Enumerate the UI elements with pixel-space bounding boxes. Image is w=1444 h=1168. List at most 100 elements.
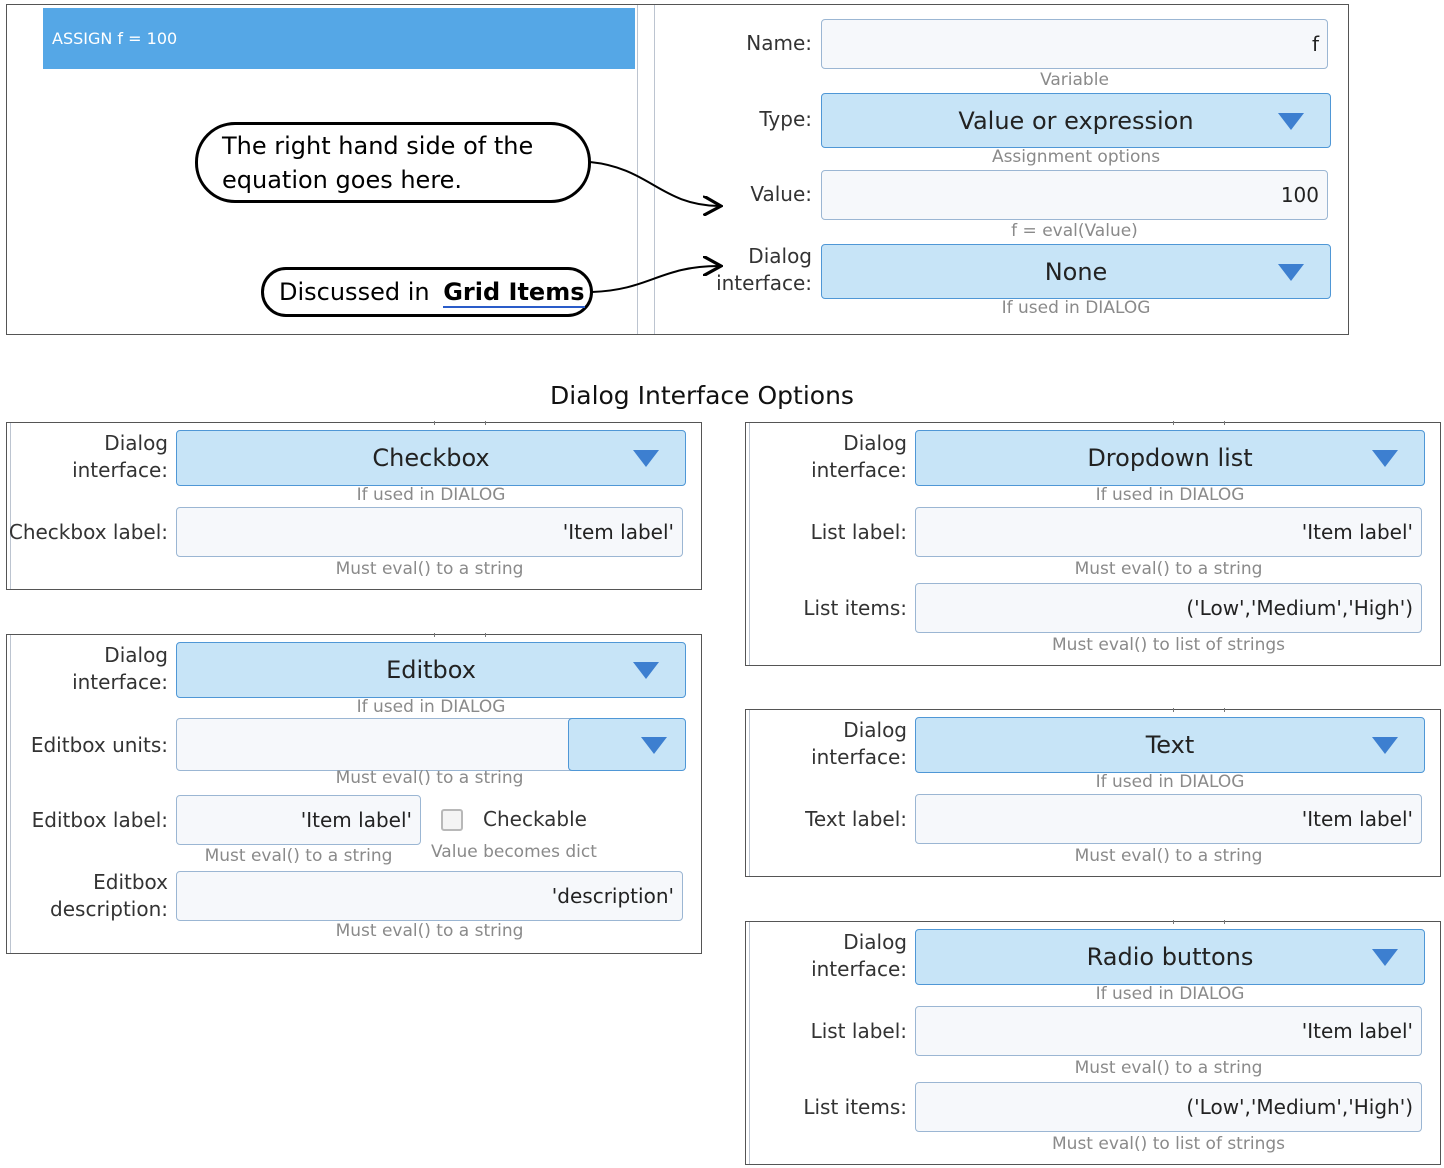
checkable-hint: Value becomes dict bbox=[431, 842, 597, 862]
dialog-interface-dropdown[interactable]: Text bbox=[915, 717, 1425, 773]
dialog-hint: If used in DIALOG bbox=[1095, 984, 1245, 1004]
dialog-label-line2: interface: bbox=[811, 957, 907, 981]
dialog-interface-dropdown[interactable]: Dropdown list bbox=[915, 430, 1425, 486]
dialog-label: Dialog interface: bbox=[72, 642, 168, 696]
chevron-down-icon bbox=[1372, 949, 1398, 966]
dialog-interface-value: Editbox bbox=[386, 656, 476, 684]
editbox-description-label: Editbox description: bbox=[50, 869, 168, 923]
dialog-interface-dropdown[interactable]: Checkbox bbox=[176, 430, 686, 486]
list-items-hint: Must eval() to list of strings bbox=[1052, 635, 1285, 655]
dialog-interface-dropdown[interactable]: Radio buttons bbox=[915, 929, 1425, 985]
list-items-field[interactable]: ('Low','Medium','High') bbox=[915, 583, 1422, 633]
assign-panel: ASSIGN f = 100 Name: f Variable Type: Va… bbox=[6, 4, 1349, 335]
dialog-hint: If used in DIALOG bbox=[1095, 485, 1245, 505]
dialog-label: Dialog interface: bbox=[811, 717, 907, 771]
list-items-value: ('Low','Medium','High') bbox=[1186, 596, 1413, 620]
editbox-units-dropdown[interactable] bbox=[568, 718, 686, 771]
dialog-interface-dropdown[interactable]: Editbox bbox=[176, 642, 686, 698]
callout-rhs: The right hand side of the equation goes… bbox=[195, 122, 591, 203]
dialog-interface-value: Dropdown list bbox=[1087, 444, 1253, 472]
chevron-down-icon bbox=[633, 450, 659, 467]
editbox-description-field[interactable]: 'description' bbox=[176, 871, 683, 921]
value-field[interactable]: 100 bbox=[821, 170, 1328, 220]
dialog-label-line2: interface: bbox=[72, 670, 168, 694]
assign-list-item[interactable]: ASSIGN f = 100 bbox=[43, 8, 635, 69]
list-items-field[interactable]: ('Low','Medium','High') bbox=[915, 1082, 1422, 1132]
name-value: f bbox=[1311, 32, 1319, 56]
chevron-down-icon bbox=[641, 736, 667, 754]
chevron-down-icon bbox=[1372, 450, 1398, 467]
dialog-hint: If used in DIALOG bbox=[1095, 772, 1245, 792]
editbox-options-panel: Dialog interface: Editbox If used in DIA… bbox=[6, 633, 702, 954]
list-label-hint: Must eval() to a string bbox=[1074, 1058, 1263, 1078]
chevron-down-icon bbox=[1372, 737, 1398, 754]
type-label: Type: bbox=[759, 107, 812, 131]
dialog-interface-value: None bbox=[1044, 257, 1108, 286]
radio-options-panel: Dialog interface: Radio buttons If used … bbox=[745, 920, 1441, 1165]
type-hint: Assignment options bbox=[991, 147, 1161, 167]
list-label-hint: Must eval() to a string bbox=[1074, 559, 1263, 579]
callout-arrows bbox=[589, 161, 1444, 293]
dialog-label: Dialog interface: bbox=[716, 243, 812, 297]
checkbox-options-panel: Dialog interface: Checkbox If used in DI… bbox=[6, 421, 702, 590]
checkbox-label-hint: Must eval() to a string bbox=[335, 559, 524, 579]
checkbox-label-field[interactable]: 'Item label' bbox=[176, 507, 683, 557]
list-label-label: List label: bbox=[810, 520, 907, 544]
editbox-units-hint: Must eval() to a string bbox=[335, 768, 524, 788]
value-hint: f = eval(Value) bbox=[1011, 221, 1138, 241]
editbox-description-label-line2: description: bbox=[50, 897, 168, 921]
dropdown-options-panel: Dialog interface: Dropdown list If used … bbox=[745, 421, 1441, 666]
callout-rhs-line1: The right hand side of the bbox=[222, 132, 534, 160]
dialog-interface-dropdown[interactable]: None bbox=[821, 244, 1331, 299]
dialog-label-line2: interface: bbox=[716, 271, 812, 295]
list-items-value: ('Low','Medium','High') bbox=[1186, 1095, 1413, 1119]
dialog-label-line1: Dialog bbox=[843, 718, 907, 742]
list-label-field[interactable]: 'Item label' bbox=[915, 1006, 1422, 1056]
dialog-hint: If used in DIALOG bbox=[356, 697, 506, 717]
chevron-down-icon bbox=[1278, 263, 1304, 281]
dialog-label: Dialog interface: bbox=[811, 929, 907, 983]
dialog-label-line1: Dialog bbox=[748, 244, 812, 268]
name-field[interactable]: f bbox=[821, 19, 1328, 69]
type-dropdown[interactable]: Value or expression bbox=[821, 93, 1331, 148]
dialog-label-line2: interface: bbox=[811, 458, 907, 482]
chevron-down-icon bbox=[1278, 112, 1304, 130]
callout-grid-items: Discussed in Grid Items bbox=[261, 267, 593, 317]
splitter-line bbox=[654, 5, 655, 334]
checkable-label: Checkable bbox=[483, 807, 587, 831]
list-label-value: 'Item label' bbox=[1301, 520, 1413, 544]
editbox-label-field[interactable]: 'Item label' bbox=[176, 795, 421, 845]
name-label: Name: bbox=[746, 31, 812, 55]
list-label-field[interactable]: 'Item label' bbox=[915, 507, 1422, 557]
editbox-units-label: Editbox units: bbox=[30, 733, 168, 757]
dialog-label-line1: Dialog bbox=[843, 431, 907, 455]
list-label-label: List label: bbox=[810, 1019, 907, 1043]
dialog-interface-value: Radio buttons bbox=[1086, 943, 1254, 971]
editbox-label-value: 'Item label' bbox=[300, 808, 412, 832]
dialog-interface-value: Checkbox bbox=[372, 444, 490, 472]
editbox-label-hint: Must eval() to a string bbox=[204, 846, 393, 866]
chevron-down-icon bbox=[633, 662, 659, 679]
type-value: Value or expression bbox=[958, 106, 1194, 135]
dialog-label-line1: Dialog bbox=[843, 930, 907, 954]
assign-statement: ASSIGN f = 100 bbox=[52, 29, 178, 48]
editbox-units-field[interactable] bbox=[176, 718, 576, 771]
text-label-field[interactable]: 'Item label' bbox=[915, 794, 1422, 844]
dialog-label: Dialog interface: bbox=[811, 430, 907, 484]
dialog-interface-value: Text bbox=[1145, 731, 1195, 759]
arrow-to-dialog bbox=[591, 266, 719, 293]
arrow-to-value bbox=[589, 161, 719, 206]
text-label-hint: Must eval() to a string bbox=[1074, 846, 1263, 866]
text-options-panel: Dialog interface: Text If used in DIALOG… bbox=[745, 708, 1441, 877]
grid-items-link[interactable]: Grid Items bbox=[443, 278, 585, 308]
dialog-label: Dialog interface: bbox=[72, 430, 168, 484]
dialog-label-line2: interface: bbox=[811, 745, 907, 769]
text-label-label: Text label: bbox=[805, 807, 907, 831]
list-items-label: List items: bbox=[803, 596, 907, 620]
dialog-label-line1: Dialog bbox=[104, 643, 168, 667]
editbox-description-label-line1: Editbox bbox=[93, 870, 168, 894]
splitter-line bbox=[637, 5, 638, 334]
dialog-hint: If used in DIALOG bbox=[1001, 298, 1151, 318]
checkable-checkbox[interactable] bbox=[441, 809, 463, 831]
editbox-description-value: 'description' bbox=[551, 884, 674, 908]
